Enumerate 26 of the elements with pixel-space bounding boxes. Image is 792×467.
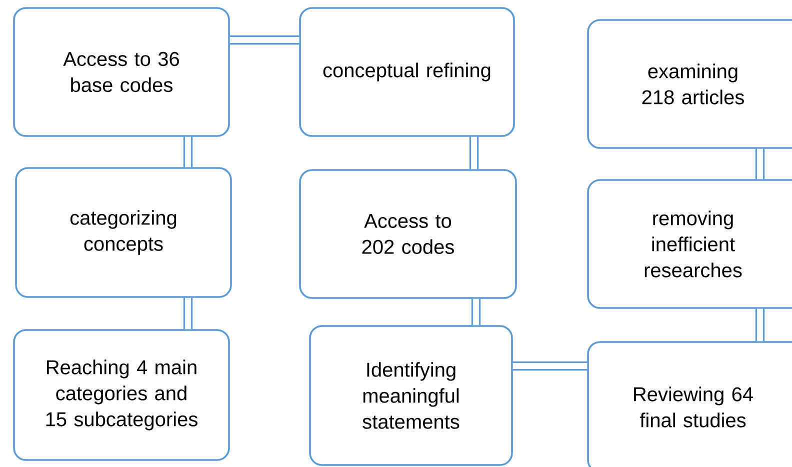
process-box: [299, 169, 517, 299]
node-label: categorizing concepts: [70, 210, 176, 255]
process-box: [13, 329, 230, 461]
node-label: Identifying meaningful statements: [362, 362, 460, 429]
process-box: [587, 179, 792, 309]
connector: [469, 136, 479, 170]
node-label: Reaching 4 main categories and 15 subcategories: [46, 360, 198, 430]
connector: [755, 148, 765, 180]
node-label: examining 218 articles: [642, 64, 744, 104]
process-box: [587, 19, 792, 149]
connector: [755, 308, 765, 342]
node-label: Access to 36 base codes: [63, 52, 179, 92]
node-label: removing inefficient researches: [644, 210, 742, 278]
connector: [183, 298, 193, 330]
connector: [471, 298, 481, 326]
node-label: Access to 202 codes: [362, 214, 454, 254]
node-label: Reviewing 64 final studies: [634, 386, 753, 428]
process-box: [13, 7, 230, 137]
connector: [230, 35, 300, 45]
process-box: [309, 325, 513, 466]
process-box: [587, 341, 792, 467]
process-box: [15, 167, 232, 298]
process-box: [299, 7, 515, 137]
connector: [512, 361, 588, 371]
connector: [183, 136, 193, 168]
node-label: conceptual refining: [323, 62, 490, 82]
